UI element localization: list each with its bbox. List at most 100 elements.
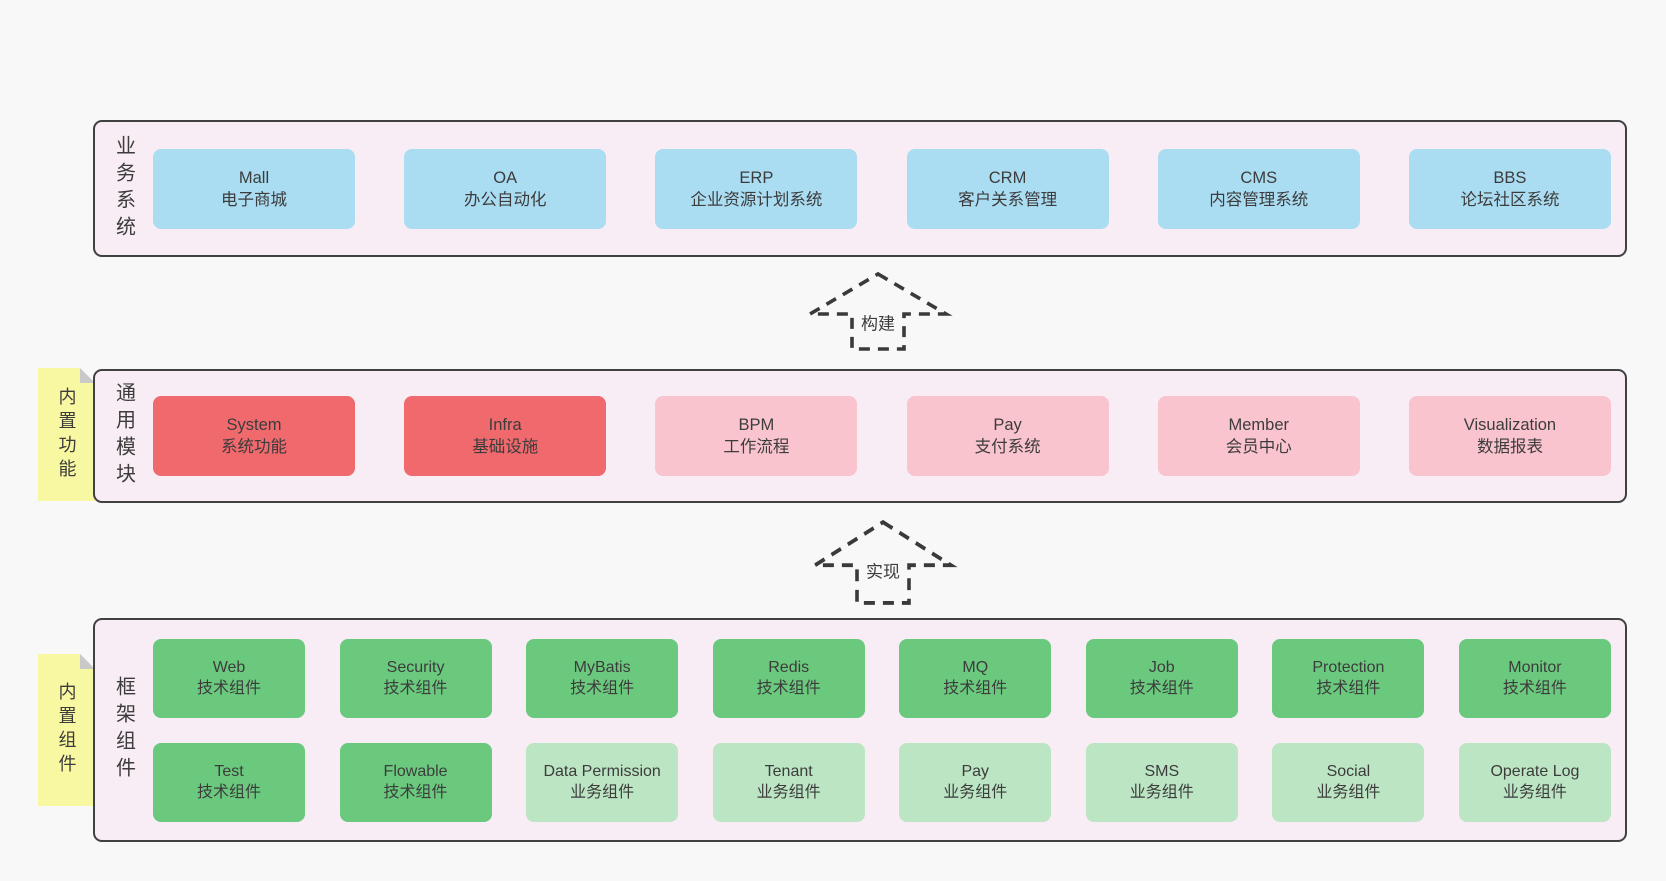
box-oa: OA 办公自动化 [404,148,607,229]
build-arrow-label: 构建 [858,308,898,336]
box-title: CRM [988,168,1027,187]
box-title: Security [386,659,445,676]
section-label-text: 框架组件 [112,676,135,784]
box-pay-biz: Pay 业务组件 [899,742,1052,822]
box-visualization: Visualization 数据报表 [1408,396,1611,476]
box-subtitle: 业务组件 [1502,784,1567,801]
box-subtitle: 办公自动化 [463,190,547,209]
box-subtitle: 客户关系管理 [958,190,1058,209]
box-mall: Mall 电子商城 [153,148,355,229]
box-title: Redis [768,659,810,676]
box-subtitle: 电子商城 [221,190,287,209]
box-subtitle: 业务组件 [1129,784,1194,801]
components-row-1: Web 技术组件 Security 技术组件 MyBatis 技术组件 Redi… [153,638,1611,718]
box-bpm: BPM 工作流程 [655,396,858,476]
section-label-text: 通用模块 [112,382,135,490]
section-business-systems: 业务系统 Mall 电子商城 OA 办公自动化 ERP 企业资源计划系统 CRM… [93,120,1627,257]
box-protection: Protection 技术组件 [1272,638,1425,718]
box-erp: ERP 企业资源计划系统 [655,148,858,229]
section-label-modules: 通用模块 [95,371,153,501]
box-subtitle: 系统功能 [221,438,287,456]
components-boxes-grid: Web 技术组件 Security 技术组件 MyBatis 技术组件 Redi… [153,620,1625,840]
box-subtitle: 内容管理系统 [1209,190,1309,209]
sticky-note-label: 内置组件 [56,682,77,778]
sticky-note-built-in-components: 内置组件 [38,654,95,806]
box-subtitle: 企业资源计划系统 [690,190,823,209]
section-framework-components: 框架组件 Web 技术组件 Security 技术组件 MyBatis 技术组件… [93,618,1627,842]
box-subtitle: 工作流程 [723,438,790,456]
box-monitor: Monitor 技术组件 [1458,638,1611,718]
box-title: MyBatis [573,659,631,676]
box-title: CMS [1240,168,1278,187]
box-security: Security 技术组件 [339,638,492,718]
components-row-2: Test 技术组件 Flowable 技术组件 Data Permission … [153,742,1611,822]
box-title: Test [214,763,244,780]
box-operate-log: Operate Log 业务组件 [1458,742,1611,822]
box-mybatis: MyBatis 技术组件 [526,638,679,718]
box-title: ERP [739,168,774,187]
box-title: Monitor [1508,659,1562,676]
box-pay: Pay 支付系统 [906,396,1109,476]
box-cms: CMS 内容管理系统 [1157,148,1360,229]
box-subtitle: 业务组件 [756,784,821,801]
modules-boxes-row: System 系统功能 Infra 基础设施 BPM 工作流程 Pay 支付系统… [153,371,1625,501]
box-subtitle: 技术组件 [383,680,448,697]
box-subtitle: 论坛社区系统 [1460,190,1560,209]
box-subtitle: 技术组件 [756,680,821,697]
box-sms: SMS 业务组件 [1085,742,1238,822]
box-redis: Redis 技术组件 [712,638,865,718]
box-title: BPM [738,416,775,434]
box-member: Member 会员中心 [1157,396,1360,476]
box-subtitle: 支付系统 [974,438,1041,456]
box-subtitle: 技术组件 [943,680,1008,697]
box-title: OA [493,168,518,187]
box-subtitle: 技术组件 [196,784,261,801]
box-title: Flowable [383,763,448,780]
box-title: Member [1228,416,1289,434]
box-title: Mall [238,168,270,187]
box-title: Tenant [764,763,813,780]
box-web: Web 技术组件 [153,638,305,718]
box-title: Pay [993,416,1022,434]
box-title: Job [1148,659,1175,676]
box-social: Social 业务组件 [1272,742,1425,822]
section-label-text: 业务系统 [112,134,135,243]
section-common-modules: 通用模块 System 系统功能 Infra 基础设施 BPM 工作流程 Pay… [93,369,1627,503]
box-subtitle: 技术组件 [1316,680,1381,697]
box-crm: CRM 客户关系管理 [906,148,1109,229]
box-subtitle: 数据报表 [1476,438,1543,456]
box-subtitle: 技术组件 [1129,680,1194,697]
box-subtitle: 技术组件 [196,680,261,697]
business-boxes-row: Mall 电子商城 OA 办公自动化 ERP 企业资源计划系统 CRM 客户关系… [153,122,1625,255]
box-title: Social [1326,763,1371,780]
sticky-note-built-in-features: 内置功能 [38,368,95,501]
dashed-up-arrow-icon [803,271,953,351]
box-mq: MQ 技术组件 [899,638,1052,718]
box-title: BBS [1493,168,1527,187]
box-test: Test 技术组件 [153,742,305,822]
box-subtitle: 技术组件 [570,680,635,697]
box-title: Pay [961,763,990,780]
box-subtitle: 基础设施 [472,438,539,456]
box-subtitle: 业务组件 [1316,784,1381,801]
box-tenant: Tenant 业务组件 [712,742,865,822]
box-subtitle: 业务组件 [570,784,635,801]
box-flowable: Flowable 技术组件 [339,742,492,822]
box-data-permission: Data Permission 业务组件 [526,742,679,822]
box-title: Protection [1312,659,1385,676]
build-arrow [803,271,953,351]
box-title: MQ [962,659,989,676]
box-title: Web [212,659,246,676]
box-subtitle: 业务组件 [943,784,1008,801]
box-subtitle: 技术组件 [383,784,448,801]
section-label-business: 业务系统 [95,122,153,255]
dashed-up-arrow-icon [808,519,958,605]
box-subtitle: 会员中心 [1225,438,1292,456]
box-title: Infra [488,416,522,434]
box-title: System [226,416,282,434]
box-title: Operate Log [1490,763,1580,780]
box-title: Data Permission [543,763,661,780]
box-bbs: BBS 论坛社区系统 [1408,148,1611,229]
box-job: Job 技术组件 [1085,638,1238,718]
